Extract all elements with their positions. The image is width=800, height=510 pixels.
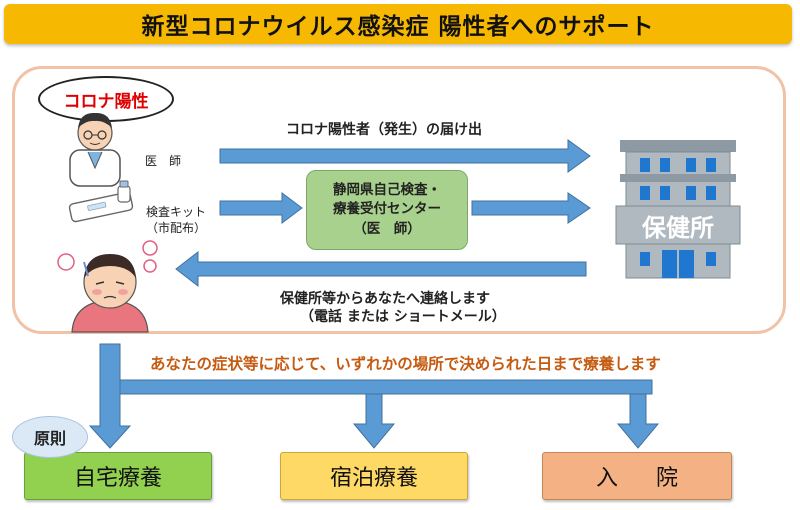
health-center-building-icon xyxy=(615,140,741,279)
sick-person-icon xyxy=(57,240,158,333)
test-kit-icon xyxy=(68,180,134,223)
page-title: 新型コロナウイルス感染症 陽性者へのサポート xyxy=(141,14,655,40)
arrow-branch-horizontal xyxy=(119,379,653,395)
home-care-label: 自宅療養 xyxy=(73,466,162,491)
hotel-care-box: 宿泊療養 xyxy=(280,452,468,500)
kit-label: 検査キット xyxy=(146,205,207,219)
health-center-label-text: 保健所 xyxy=(642,213,714,242)
doctor-icon xyxy=(69,112,121,187)
contact-message: 保健所等からあなたへ連絡します xyxy=(280,291,490,307)
arrow-down-hospital xyxy=(616,393,660,449)
kit-label-sub: （市配布） xyxy=(146,221,207,235)
report-message: コロナ陽性者（発生）の届け出 xyxy=(286,122,482,138)
arrow-health-center-to-patient xyxy=(175,250,587,288)
hospitalization-box: 入院 xyxy=(542,452,732,500)
health-center-label: 保健所 xyxy=(616,206,740,244)
covid-positive-tag-label: コロナ陽性 xyxy=(63,91,149,112)
home-care-box: 自宅療養 xyxy=(24,452,212,500)
arrow-center-to-health-center xyxy=(471,192,591,224)
principle-label: 原則 xyxy=(33,429,66,448)
arrow-doctor-to-health-center xyxy=(219,139,591,173)
center-box-line3: （医 師） xyxy=(353,220,421,237)
covid-positive-tag: コロナ陽性 xyxy=(38,76,174,122)
center-box-line2: 療養受付センター xyxy=(333,201,441,218)
self-test-center-box: 静岡県自己検査・ 療養受付センター （医 師） xyxy=(306,170,468,250)
arrow-kit-to-center xyxy=(219,192,303,224)
title-bar: 新型コロナウイルス感染症 陽性者へのサポート xyxy=(4,4,792,44)
hospitalization-label: 入院 xyxy=(595,466,716,491)
principle-tag: 原則 xyxy=(12,416,88,458)
treatment-caption: あなたの症状等に応じて、いずれかの場所で決められた日まで療養します xyxy=(150,355,661,373)
center-box-line1: 静岡県自己検査・ xyxy=(333,181,441,198)
contact-method: （電話 または ショートメール） xyxy=(300,309,506,325)
arrow-down-main xyxy=(88,343,132,449)
doctor-label: 医 師 xyxy=(145,154,182,168)
hotel-care-label: 宿泊療養 xyxy=(329,466,418,491)
arrow-down-hotel xyxy=(352,393,396,449)
